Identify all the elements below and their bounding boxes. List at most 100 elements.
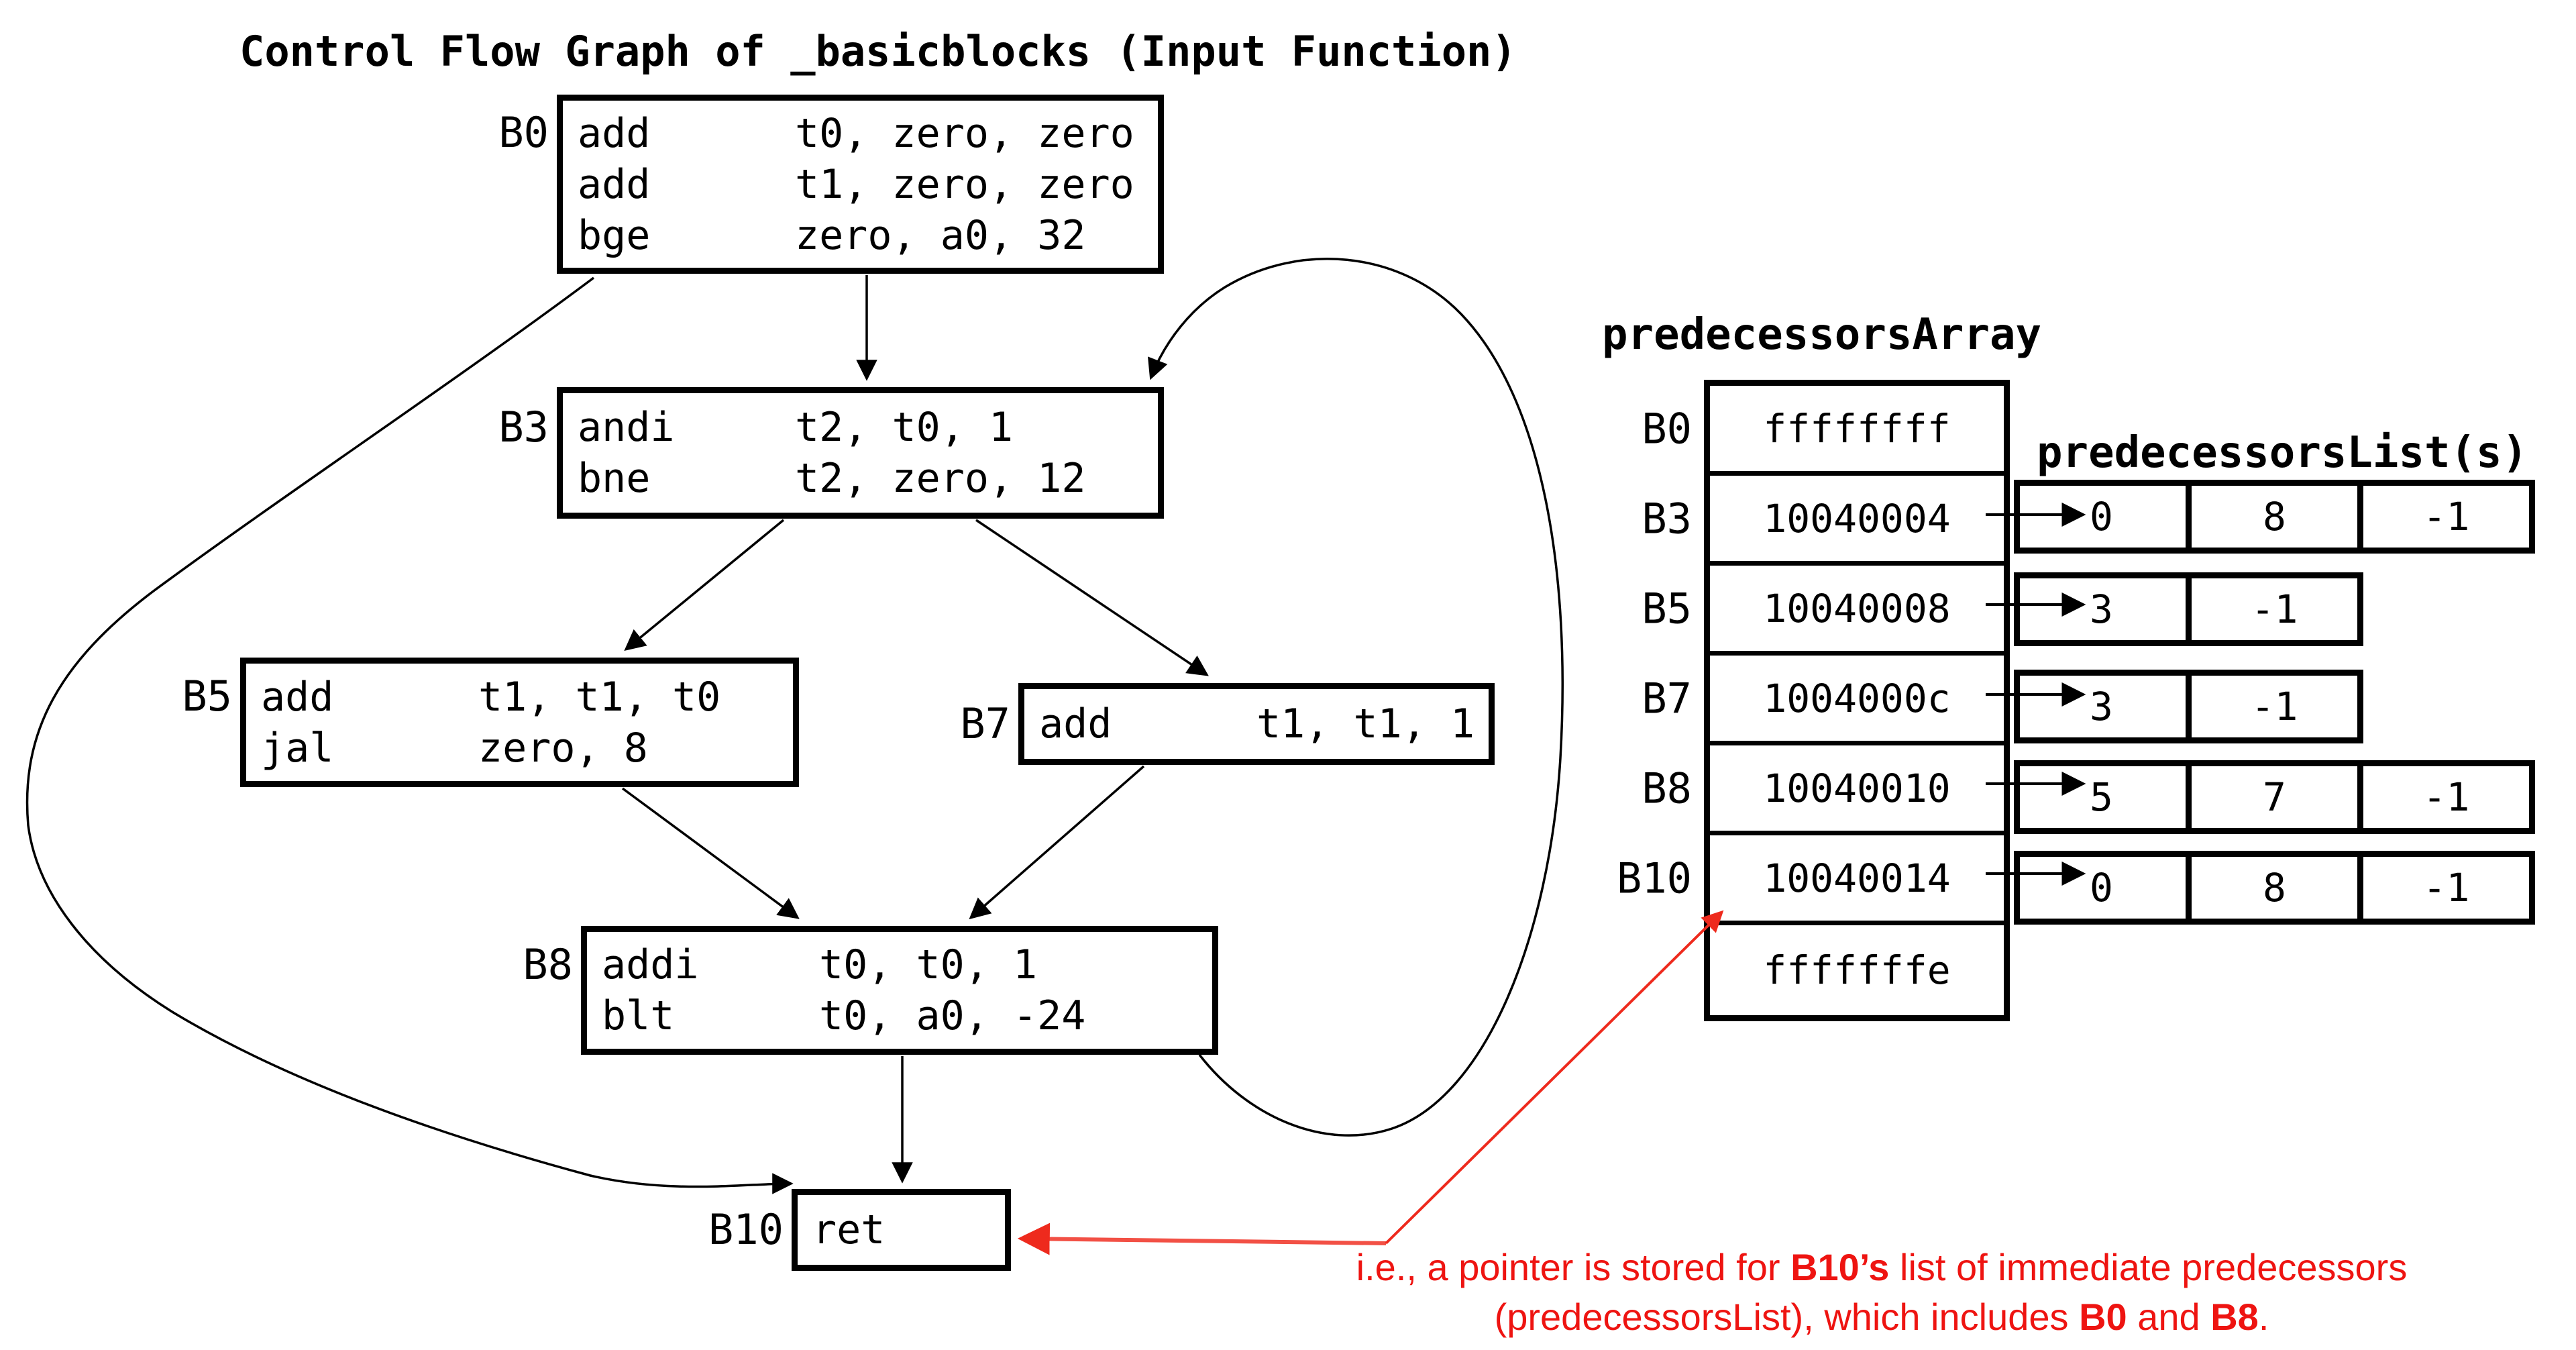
array-row-B5: 10040008 [1710, 566, 2004, 656]
annotation-text-part: i.e., a pointer is stored for [1356, 1246, 1791, 1288]
list-cell: -1 [2357, 480, 2535, 554]
annotation-text-part: . [2258, 1296, 2269, 1338]
array-value: 10040014 [1763, 855, 1951, 901]
instruction-mnemonic: add [578, 160, 651, 208]
predecessors-list-row-B5: 3-1 [2014, 572, 2363, 646]
array-row-label-B8: B8 [1642, 764, 1692, 813]
cfg-block-label-B5: B5 [182, 672, 232, 721]
instruction-operands: zero, 8 [478, 724, 648, 772]
cfg-block-label-B0: B0 [498, 108, 549, 157]
list-cell: 8 [2186, 480, 2363, 554]
instruction-line: add t1, t1, 1 [1039, 698, 1489, 749]
instruction-mnemonic: ret [812, 1206, 885, 1253]
cfg-edge-B5-B8 [621, 787, 800, 919]
instruction-operands: t2, t0, 1 [795, 404, 1014, 451]
instruction-line: jal zero, 8 [261, 723, 793, 774]
cfg-block-label-B3: B3 [498, 403, 549, 452]
instruction-operands: t2, zero, 12 [795, 455, 1086, 502]
instruction-mnemonic: jal [261, 724, 334, 772]
cfg-block-B0: add t0, zero, zero add t1, zero, zero bge zer… [557, 95, 1164, 274]
list-cell: -1 [2357, 851, 2535, 925]
cfg-edge-B3-B7 [975, 519, 1209, 676]
instruction-line: addi t0, t0, 1 [602, 939, 1212, 990]
annotation-text-part: and [2127, 1296, 2211, 1338]
cfg-block-B7: add t1, t1, 1 [1018, 683, 1495, 765]
annotation-bold-text: B10’s [1790, 1246, 1890, 1288]
array-row-label-B3: B3 [1642, 494, 1692, 543]
list-cell: 8 [2186, 851, 2363, 925]
instruction-operands: t0, a0, -24 [819, 992, 1086, 1039]
instruction-mnemonic: addi [602, 941, 699, 988]
instruction-operands: t1, t1, t0 [478, 673, 721, 721]
cfg-block-B10: ret [792, 1189, 1011, 1271]
cfg-edge-B3-B5 [624, 519, 785, 651]
array-value: 10040010 [1763, 765, 1951, 811]
list-cell: -1 [2186, 572, 2363, 646]
annotation-bold-text: B0 [2079, 1296, 2127, 1338]
instruction-mnemonic: blt [602, 992, 675, 1039]
instruction-line: bge zero, a0, 32 [578, 210, 1158, 261]
instruction-mnemonic: add [261, 673, 334, 721]
annotation-line-2: (predecessorsList), which includes B0 an… [1201, 1292, 2563, 1342]
array-row-B7: 1004000c [1710, 656, 2004, 745]
array-row-sentinel: fffffffe [1710, 925, 2004, 1015]
predecessors-list-row-B7: 3-1 [2014, 670, 2363, 743]
array-row-label-B0: B0 [1642, 404, 1692, 454]
instruction-line: bne t2, zero, 12 [578, 453, 1158, 504]
array-row-label-B5: B5 [1642, 584, 1692, 633]
array-value: 10040004 [1763, 495, 1951, 541]
array-value: 1004000c [1763, 675, 1951, 721]
instruction-operands: t1, zero, zero [795, 160, 1134, 208]
list-cell: 3 [2014, 572, 2192, 646]
list-cell: 0 [2014, 851, 2192, 925]
instruction-mnemonic: bge [578, 211, 651, 259]
cfg-block-B5: add t1, t1, t0 jal zero, 8 [240, 658, 799, 787]
array-value: ffffffff [1763, 405, 1951, 452]
cfg-block-B3: andi t2, t0, 1 bne t2, zero, 12 [557, 387, 1164, 519]
instruction-line: andi t2, t0, 1 [578, 402, 1158, 453]
instruction-line: add t1, t1, t0 [261, 672, 793, 723]
instruction-line: add t0, zero, zero [578, 108, 1158, 159]
cfg-block-label-B7: B7 [960, 699, 1010, 748]
instruction-line: blt t0, a0, -24 [602, 990, 1212, 1041]
instruction-mnemonic: add [1039, 700, 1112, 747]
predecessors-array-table: ffffffff 10040004 10040008 1004000c 10040010… [1704, 380, 2010, 1021]
array-row-B3: 10040004 [1710, 476, 2004, 566]
cfg-block-label-B10: B10 [708, 1205, 784, 1254]
array-row-B0: ffffffff [1710, 386, 2004, 476]
predecessors-lists-title: predecessorsList(s) [2037, 428, 2528, 478]
instruction-mnemonic: add [578, 109, 651, 157]
annotation-text: i.e., a pointer is stored for B10’s list… [1201, 1243, 2563, 1342]
cfg-block-label-B8: B8 [523, 940, 573, 989]
annotation-line-1: i.e., a pointer is stored for B10’s list… [1201, 1243, 2563, 1292]
annotation-bold-text: B8 [2210, 1296, 2259, 1338]
instruction-mnemonic: andi [578, 404, 675, 451]
page-title: Control Flow Graph of _basicblocks (Inpu… [239, 27, 1517, 76]
list-cell: 0 [2014, 480, 2192, 554]
array-value: 10040008 [1763, 585, 1951, 631]
instruction-operands: t1, t1, 1 [1256, 700, 1475, 747]
annotation-text-part: list of immediate predecessors [1889, 1246, 2408, 1288]
annotation-arrow-to-array-B10-cell [1385, 910, 1724, 1245]
cfg-block-B8: addi t0, t0, 1 blt t0, a0, -24 [581, 926, 1218, 1055]
list-cell: -1 [2357, 760, 2535, 834]
array-value: fffffffe [1763, 947, 1951, 993]
list-cell: 3 [2014, 670, 2192, 743]
instruction-operands: t0, zero, zero [795, 109, 1134, 157]
list-cell: 5 [2014, 760, 2192, 834]
array-row-label-B7: B7 [1642, 674, 1692, 723]
instruction-operands: zero, a0, 32 [795, 211, 1086, 259]
array-row-B8: 10040010 [1710, 745, 2004, 835]
array-row-B10: 10040014 [1710, 835, 2004, 925]
instruction-operands: t0, t0, 1 [819, 941, 1038, 988]
list-cell: 7 [2186, 760, 2363, 834]
array-row-label-B10: B10 [1617, 853, 1692, 903]
list-cell: -1 [2186, 670, 2363, 743]
instruction-mnemonic: bne [578, 455, 651, 502]
instruction-line: ret [812, 1204, 1005, 1255]
predecessors-array-title: predecessorsArray [1602, 310, 2042, 360]
